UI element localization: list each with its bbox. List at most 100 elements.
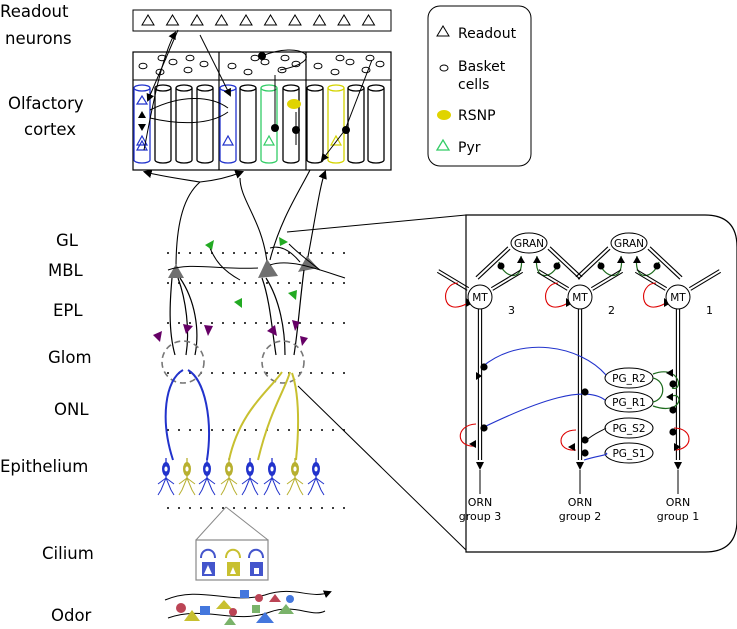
orn-label: ORN bbox=[666, 496, 691, 509]
basket-cell bbox=[313, 62, 323, 70]
mitral-tufted-cell bbox=[665, 284, 691, 310]
legend-basket-line2: cells bbox=[458, 77, 489, 93]
pyramidal-cell bbox=[262, 134, 276, 146]
pyramidal-column bbox=[219, 84, 237, 164]
legend-basket-line1: Basket bbox=[458, 59, 506, 75]
label-odor: Odor bbox=[51, 606, 92, 625]
orn-cell bbox=[241, 458, 259, 496]
readout-neuron bbox=[337, 14, 351, 26]
readout-neuron bbox=[312, 14, 327, 26]
granule-cell-label: GRAN bbox=[514, 238, 544, 250]
basket-cell bbox=[260, 58, 270, 66]
odor-molecules bbox=[164, 590, 332, 625]
pyramidal-column bbox=[239, 84, 257, 164]
lateral-olfactory-tract bbox=[142, 169, 327, 269]
label-epithelium: Epithelium bbox=[0, 457, 88, 476]
pyramidal-column bbox=[154, 84, 172, 164]
label-readout-line1: Readout bbox=[0, 2, 69, 21]
label-glom: Glom bbox=[48, 348, 92, 367]
basket-cell bbox=[227, 62, 237, 70]
pyramidal-column bbox=[306, 84, 324, 164]
basket-cell-icon bbox=[439, 64, 449, 72]
legend-readout: Readout bbox=[458, 26, 517, 42]
pg-cell-label: PG_S1 bbox=[612, 448, 645, 460]
label-mbl: MBL bbox=[48, 261, 84, 280]
pyramidal-column bbox=[282, 84, 300, 164]
basket-cell bbox=[250, 54, 260, 62]
granule-cell bbox=[510, 232, 548, 254]
basket-cell bbox=[185, 54, 195, 62]
mitral-cell-1 bbox=[168, 264, 184, 278]
mitral-cell-3 bbox=[298, 256, 318, 272]
orn-cell bbox=[178, 458, 196, 496]
pyramidal-column bbox=[196, 84, 214, 164]
legend-rsnp: RSNP bbox=[458, 108, 496, 124]
periglomerular-cell bbox=[604, 442, 654, 464]
olfactory-bulb-circuit bbox=[153, 237, 346, 496]
pyramidal-column bbox=[175, 84, 193, 164]
readout-neuron bbox=[288, 14, 302, 26]
readout-neurons-bar bbox=[132, 9, 392, 32]
basket-cell bbox=[168, 58, 178, 66]
pyramidal-cell bbox=[221, 134, 235, 146]
pyramidal-column bbox=[347, 84, 365, 164]
mitral-tufted-cell bbox=[467, 284, 493, 310]
orn-label: ORN bbox=[568, 496, 593, 509]
mitral-cell-label: MT bbox=[670, 292, 686, 304]
orn-label: ORN bbox=[468, 496, 493, 509]
layer-grid-dots bbox=[167, 252, 345, 509]
pg-cell-label: PG_R1 bbox=[612, 397, 646, 409]
readout-neuron bbox=[214, 14, 229, 26]
olfactory-cortex bbox=[132, 29, 392, 171]
basket-cell bbox=[243, 68, 253, 76]
rsnp-icon bbox=[437, 110, 451, 120]
mitral-cell-label: MT bbox=[472, 292, 488, 304]
label-cilium: Cilium bbox=[42, 544, 94, 563]
orn-cell bbox=[157, 458, 175, 496]
pyramidal-column bbox=[327, 84, 345, 164]
granule-cell bbox=[610, 232, 648, 254]
glomerulus-1 bbox=[161, 340, 205, 384]
readout-neuron bbox=[165, 14, 180, 26]
pyramidal-column bbox=[367, 84, 385, 164]
cilium-panel bbox=[195, 506, 269, 581]
pg-cell-label: PG_S2 bbox=[612, 423, 645, 435]
mitral-tufted-cell bbox=[567, 284, 593, 310]
orn-cell bbox=[307, 458, 325, 496]
legend: Readout Basket cells RSNP Pyr bbox=[427, 5, 532, 167]
orn-group-label: group 2 bbox=[559, 510, 601, 523]
label-cortex-line1: Olfactory bbox=[8, 94, 84, 113]
basket-cell bbox=[199, 60, 209, 68]
label-epl: EPL bbox=[53, 301, 83, 320]
orn-group-label: group 1 bbox=[657, 510, 699, 523]
pyramidal-cell bbox=[135, 134, 149, 146]
readout-neuron bbox=[141, 14, 155, 26]
granule-cell-label: GRAN bbox=[614, 238, 644, 250]
pyramidal-cell bbox=[329, 134, 343, 146]
readout-triangle-icon bbox=[436, 25, 450, 37]
periglomerular-cell bbox=[604, 417, 654, 439]
orn-cell bbox=[198, 458, 216, 496]
label-onl: ONL bbox=[54, 400, 89, 419]
rsnp-cell bbox=[287, 99, 301, 109]
orn-group-label: group 3 bbox=[459, 510, 501, 523]
glomerulus-2 bbox=[261, 340, 305, 384]
orn-cell bbox=[220, 458, 238, 496]
mitral-cell-number: 1 bbox=[706, 304, 713, 317]
label-cortex-line2: cortex bbox=[24, 120, 76, 139]
mitral-cell-number: 3 bbox=[508, 304, 515, 317]
readout-neuron bbox=[263, 14, 278, 26]
pg-cell-label: PG_R2 bbox=[612, 373, 646, 385]
label-readout-line2: neurons bbox=[5, 29, 72, 48]
basket-cell bbox=[280, 54, 290, 62]
label-gl: GL bbox=[56, 231, 79, 250]
basket-cell bbox=[375, 60, 385, 68]
readout-neuron bbox=[190, 14, 204, 26]
basket-cell bbox=[335, 54, 345, 62]
basket-cell bbox=[345, 58, 355, 66]
orn-cell bbox=[286, 458, 304, 496]
mitral-cell-number: 2 bbox=[608, 304, 615, 317]
mitral-cell-2 bbox=[258, 259, 278, 278]
